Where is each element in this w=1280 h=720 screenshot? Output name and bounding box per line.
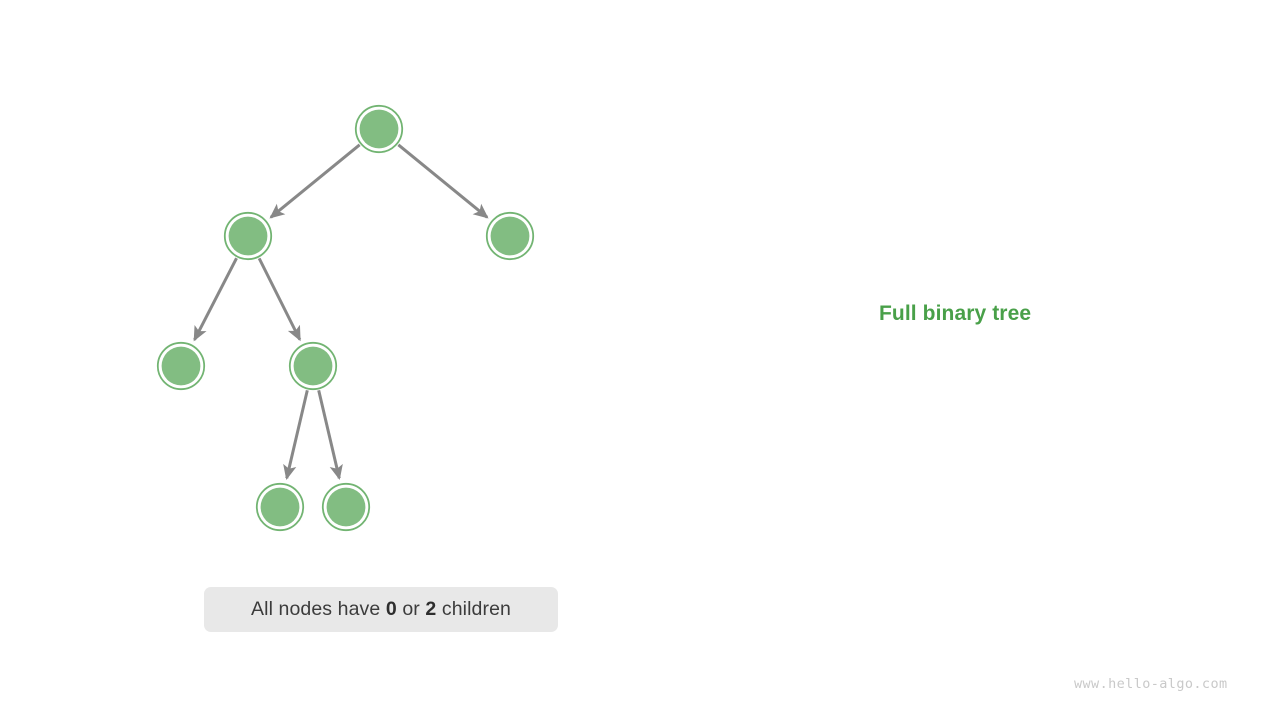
tree-node [223, 211, 273, 261]
tree-node [485, 211, 535, 261]
node-outer-ring [354, 104, 404, 154]
caption-suffix: children [436, 598, 511, 620]
node-outer-ring [485, 211, 535, 261]
node-fill [293, 346, 333, 386]
tree-node [288, 341, 338, 391]
node-fill [490, 216, 530, 256]
caption-box: All nodes have 0 or 2 children [204, 587, 558, 632]
tree-node [156, 341, 206, 391]
tree-node [354, 104, 404, 154]
node-fill [359, 109, 399, 149]
node-inner-ring [357, 107, 401, 151]
watermark: www.hello-algo.com [1074, 676, 1228, 692]
node-fill [161, 346, 201, 386]
caption-prefix: All nodes have [251, 598, 386, 620]
node-outer-ring [321, 482, 371, 532]
tree-node [255, 482, 305, 532]
node-outer-ring [288, 341, 338, 391]
node-inner-ring [258, 485, 302, 529]
node-inner-ring [488, 214, 532, 258]
node-fill [260, 487, 300, 527]
caption-count-two: 2 [425, 598, 437, 620]
caption-count-zero: 0 [385, 598, 397, 620]
tree-node [321, 482, 371, 532]
node-inner-ring [226, 214, 270, 258]
node-inner-ring [159, 344, 203, 388]
node-outer-ring [255, 482, 305, 532]
caption-text: All nodes have 0 or 2 children [251, 598, 511, 621]
tree-edge [257, 257, 302, 342]
tree-edge [269, 143, 361, 219]
caption-middle: or [396, 598, 426, 620]
tree-edge [193, 257, 238, 342]
node-inner-ring [291, 344, 335, 388]
node-fill [326, 487, 366, 527]
figure-title: Full binary tree [879, 302, 1032, 325]
edge-layer [193, 143, 489, 481]
node-outer-ring [156, 341, 206, 391]
tree-edge [397, 143, 489, 219]
node-outer-ring [223, 211, 273, 261]
tree-edge [283, 390, 309, 481]
node-fill [228, 216, 268, 256]
tree-edge [317, 390, 343, 481]
node-layer [156, 104, 535, 532]
node-inner-ring [324, 485, 368, 529]
